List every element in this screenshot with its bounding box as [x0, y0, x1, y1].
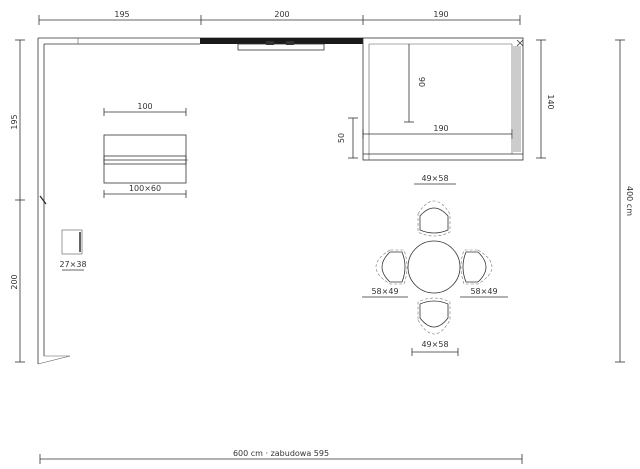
dim-total-height: 400 cm [625, 186, 634, 216]
dim-left-upper: 195 [10, 114, 19, 129]
dim-top-left: 195 [114, 10, 129, 19]
dim-top-middle: 200 [274, 10, 289, 19]
round-dining-table [407, 240, 461, 294]
dim-small-cabinet: 27×38 [59, 260, 86, 269]
chair-bottom [417, 297, 451, 335]
dim-inner-90: 90 [417, 77, 426, 87]
inner-50-dimension-line [348, 117, 358, 159]
wall-top [38, 37, 363, 45]
dim-inner-50: 50 [337, 133, 346, 143]
right-140-dimension-line [536, 39, 546, 159]
dim-left-lower: 200 [10, 274, 19, 289]
chair-right [460, 249, 493, 285]
inner-190-dimension-line [362, 129, 513, 139]
dim-right-140: 140 [546, 94, 555, 109]
right-cabinet-block [362, 37, 524, 161]
dim-table-width: 100 [137, 102, 152, 111]
wall-dark-segment [200, 38, 363, 44]
dim-chair-top: 49×58 [421, 174, 448, 183]
dim-inner-190: 190 [433, 124, 448, 133]
dim-bottom-total: 600 cm · zabudowa 595 [233, 449, 329, 458]
small-cabinet [61, 229, 83, 255]
chair-bottom-dimension-line [411, 348, 459, 356]
left-dimension-line [15, 39, 25, 363]
chair-left [375, 249, 408, 285]
dim-chair-right: 58×49 [470, 287, 497, 296]
inner-90-dimension-line [404, 44, 414, 123]
range-hood [237, 41, 325, 51]
kitchen-island [103, 134, 188, 184]
dim-top-right: 190 [433, 10, 448, 19]
dim-chair-left: 58×49 [371, 287, 398, 296]
total-height-dimension-line [615, 39, 625, 363]
bottom-total-dimension-line [39, 454, 523, 464]
chair-top [417, 200, 451, 237]
table-size-dimension-line [103, 190, 187, 198]
wall-left [37, 38, 71, 365]
top-dimension-line [38, 15, 521, 25]
table-width-dimension-line [103, 108, 187, 116]
dim-chair-bottom: 49×58 [421, 340, 448, 349]
dim-table-size: 100×60 [129, 184, 161, 193]
